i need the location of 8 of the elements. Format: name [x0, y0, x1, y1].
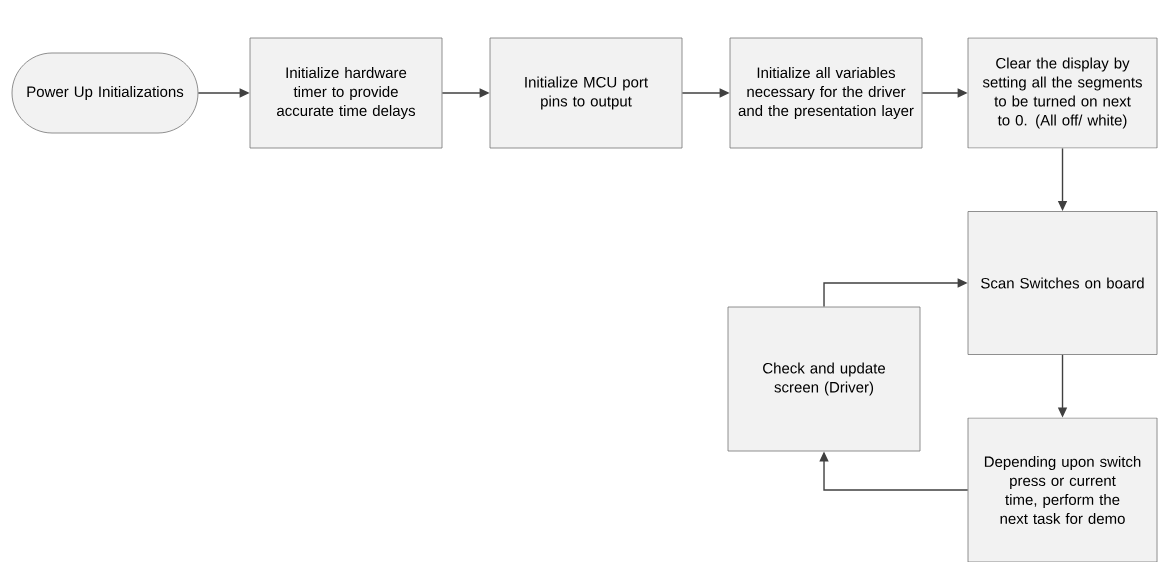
process-box: Scan Switches on board — [967, 211, 1158, 355]
process-box: Initialize hardware timer to provide accurate time delays — [249, 37, 443, 149]
process-box: Initialize all variables necessary for the driver and the presentation layer — [729, 37, 923, 149]
process-box: Clear the display by setting all the segments to be turned on next to 0. (All off/ white) — [967, 37, 1158, 149]
process-box: Initialize MCU port pins to output — [489, 37, 683, 149]
start-terminal: Power Up Initializations — [11, 52, 199, 134]
process-box: Check and update screen (Driver) — [727, 306, 921, 452]
process-box: Depending upon switch press or current time, perform the next task for demo — [967, 417, 1158, 562]
